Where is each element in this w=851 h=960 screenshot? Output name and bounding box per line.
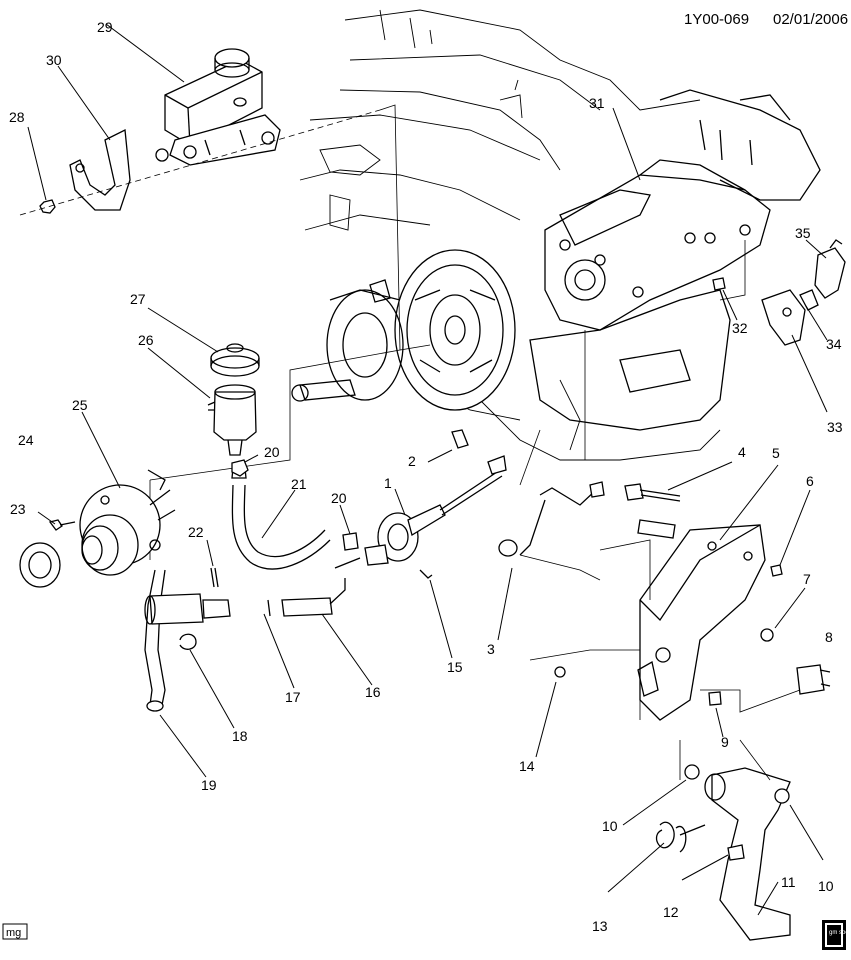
callout-32: 32 — [732, 320, 748, 336]
brake-booster-icon — [291, 249, 516, 411]
callout-12: 12 — [663, 904, 679, 920]
reservoir-hose — [231, 467, 331, 570]
callout-2: 2 — [408, 453, 416, 469]
retainer-clip-18 — [179, 633, 197, 650]
callout-11: 11 — [781, 874, 796, 890]
callout-16: 16 — [365, 684, 381, 700]
callout-27: 27 — [130, 291, 146, 307]
callout-19: 19 — [201, 777, 217, 793]
callout-17: 17 — [285, 689, 301, 705]
bushing-12 — [727, 844, 745, 861]
callout-22: 22 — [188, 524, 204, 540]
vehicle-body-outline — [299, 9, 721, 461]
callout-35: 35 — [795, 225, 811, 241]
bolt-24 — [48, 519, 76, 531]
master-cylinder-icon — [155, 48, 281, 166]
diagram-date: 02/01/2006 — [773, 11, 848, 28]
diagram-code: 1Y00-069 — [684, 11, 749, 28]
hose-clamp-right — [342, 532, 359, 551]
callout-21: 21 — [291, 476, 307, 492]
callout-14: 14 — [519, 758, 535, 774]
callout-18: 18 — [232, 728, 248, 744]
bolt-32 — [712, 277, 726, 291]
callout-31: 31 — [589, 95, 605, 111]
gm-spo-logo: gm spo — [822, 920, 849, 950]
quick-connector — [144, 578, 346, 625]
roll-pin-22 — [210, 567, 219, 588]
callout-labels: 1 2 3 4 5 6 7 8 9 10 10 11 12 13 14 15 1… — [9, 19, 843, 934]
mg-stamp: mg — [6, 927, 21, 939]
switch-35 — [814, 239, 846, 299]
callout-10a: 10 — [602, 818, 618, 834]
reservoir-bracket — [69, 128, 131, 211]
switch-8 — [796, 664, 831, 695]
nut-28 — [39, 199, 56, 214]
hydraulic-line-19 — [144, 569, 166, 712]
callout-24: 24 — [18, 432, 34, 448]
callout-33: 33 — [827, 419, 843, 435]
callout-23: 23 — [10, 501, 26, 517]
clutch-master-cylinder — [334, 455, 507, 569]
callout-3: 3 — [487, 641, 495, 657]
pedal-linkage-3 — [498, 481, 605, 557]
reservoir-cap — [210, 343, 260, 377]
callout-13: 13 — [592, 918, 608, 934]
nut-14 — [554, 666, 566, 678]
switch-34 — [799, 289, 819, 311]
seal-23 — [19, 542, 61, 588]
callout-4: 4 — [738, 444, 746, 460]
callout-7: 7 — [803, 571, 811, 587]
callout-5: 5 — [772, 445, 780, 461]
callout-29: 29 — [97, 19, 113, 35]
pedal-bracket-icon — [637, 524, 766, 721]
callout-10b: 10 — [818, 878, 834, 894]
nut-9 — [708, 691, 722, 706]
nut-7 — [760, 628, 774, 642]
callout-20a: 20 — [264, 444, 280, 460]
return-spring-13 — [655, 821, 706, 853]
pivot-spacer — [637, 519, 676, 539]
release-bearing-icon — [79, 469, 176, 576]
callout-26: 26 — [138, 332, 154, 348]
mg-stamp-box — [2, 923, 28, 940]
callout-15: 15 — [447, 659, 463, 675]
nut-6 — [770, 564, 783, 577]
callout-8: 8 — [825, 629, 833, 645]
callout-9: 9 — [721, 734, 729, 750]
spring-clip-15 — [419, 569, 433, 579]
pushrod-clip-2 — [451, 429, 469, 449]
switch-bracket-33 — [761, 289, 806, 346]
callout-6: 6 — [806, 473, 814, 489]
hose-clamp-upper — [231, 459, 249, 477]
callout-25: 25 — [72, 397, 88, 413]
callout-28: 28 — [9, 109, 25, 125]
gm-spo-logo-text: gm spo — [829, 930, 849, 936]
pivot-bolt-4 — [624, 483, 681, 502]
reservoir-icon — [207, 384, 257, 456]
clutch-pedal-icon — [684, 764, 791, 941]
callout-20b: 20 — [331, 490, 347, 506]
callout-1: 1 — [384, 475, 392, 491]
leader-lines — [27, 23, 828, 916]
callout-34: 34 — [826, 336, 842, 352]
callout-30: 30 — [46, 52, 62, 68]
pedal-box-housing — [529, 89, 821, 431]
